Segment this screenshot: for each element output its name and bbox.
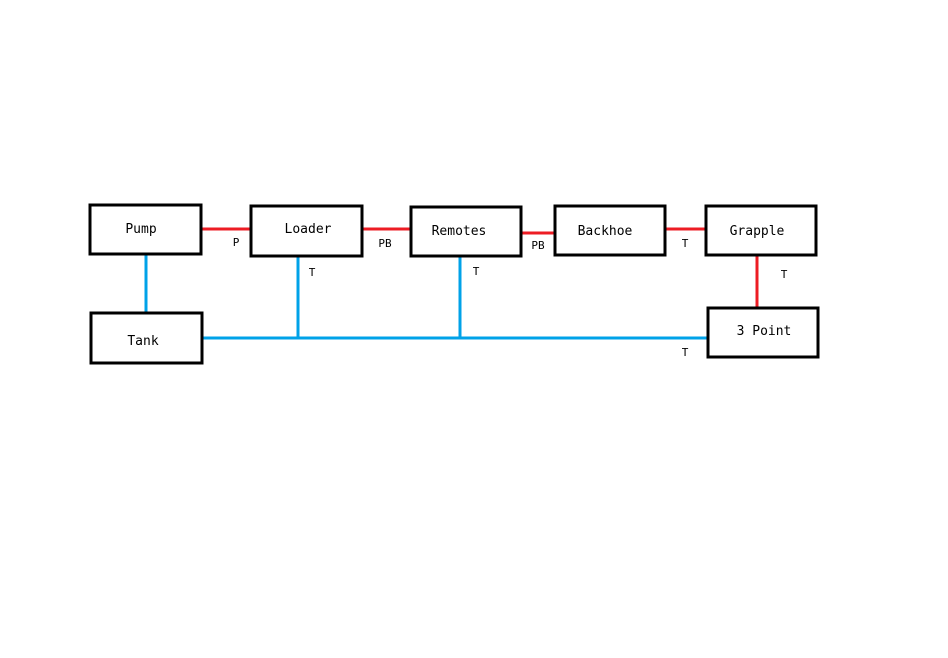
component-labels: Pump Loader Remotes Backhoe Grapple Tank… — [125, 222, 791, 349]
three-point-box — [706, 306, 820, 359]
port-label-grapple-to-three-point: T — [781, 268, 788, 281]
component-boxes — [88, 203, 820, 365]
remotes-box — [409, 205, 523, 258]
pressure-lines — [202, 227, 759, 308]
port-label-pump-to-loader: P — [233, 236, 240, 249]
grapple-label: Grapple — [730, 224, 785, 239]
port-label-remotes-return: T — [473, 265, 480, 278]
port-labels: P PB PB T T T T T — [233, 236, 788, 359]
port-label-loader-to-remotes: PB — [378, 237, 392, 250]
backhoe-label: Backhoe — [578, 224, 633, 239]
tank-lines — [144, 255, 708, 340]
loader-label: Loader — [285, 222, 332, 237]
port-label-loader-return: T — [309, 266, 316, 279]
pump-box — [88, 203, 203, 256]
tank-box — [89, 311, 204, 365]
pump-label: Pump — [125, 222, 156, 237]
remotes-label: Remotes — [432, 224, 487, 239]
backhoe-box — [553, 204, 667, 257]
grapple-box — [704, 204, 818, 257]
three-point-label: 3 Point — [737, 324, 792, 339]
port-label-three-point-return: T — [682, 346, 689, 359]
port-label-remotes-to-backhoe: PB — [531, 239, 545, 252]
tank-label: Tank — [127, 334, 158, 349]
port-label-backhoe-to-grapple: T — [682, 237, 689, 250]
loader-box — [249, 204, 364, 258]
